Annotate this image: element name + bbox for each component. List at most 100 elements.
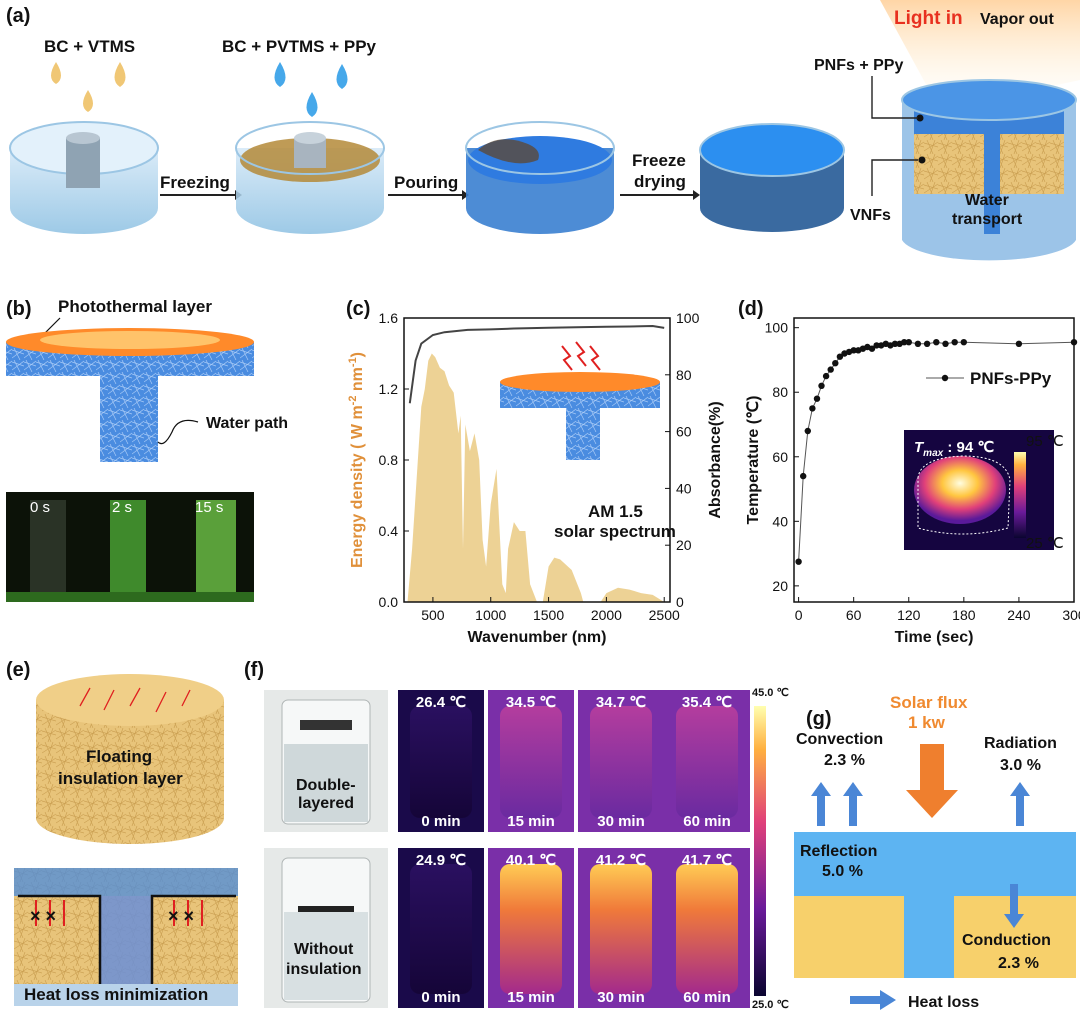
label-pouring: Pouring — [394, 173, 458, 192]
chart-c-xlabel: Wavenumber (nm) — [468, 629, 607, 646]
label-convection-value: 2.3 % — [824, 752, 865, 769]
label-photothermal-layer: Photothermal layer — [58, 297, 212, 316]
water-uptake-photo-strip — [6, 492, 254, 602]
chart-d-ylabel: Temperature (℃) — [745, 396, 762, 525]
label-convection: Convection — [796, 731, 883, 748]
label-water-path: Water path — [206, 415, 288, 432]
x-tick-label: 240 — [1007, 607, 1031, 623]
temperature-point — [818, 382, 825, 389]
chart-d-thermal-inset — [904, 430, 1054, 550]
temperature-point — [901, 339, 908, 346]
temperature-point — [873, 342, 880, 349]
thermal-time-label: 60 min — [683, 813, 731, 830]
thermal-beaker-shape — [590, 864, 652, 994]
x-tick-label: 500 — [421, 607, 445, 623]
label-heat-loss-minimization: Heat loss minimization — [24, 985, 208, 1004]
thermal-temp-label: 34.7 ℃ — [596, 694, 646, 711]
floating-insulation-illustration — [36, 674, 224, 844]
y-left-tick-label: 1.2 — [379, 381, 399, 397]
beaker-photo-double-layered — [264, 690, 388, 832]
dish-frozen — [235, 121, 385, 234]
temperature-point — [942, 340, 949, 347]
thermal-temp-label: 24.9 ℃ — [416, 852, 466, 869]
label-solar-flux: Solar flux — [890, 693, 968, 712]
label-conduction-value: 2.3 % — [998, 955, 1039, 972]
thermal-time-label: 30 min — [597, 813, 645, 830]
thermal-time-label: 30 min — [597, 989, 645, 1006]
temperature-point — [836, 353, 844, 360]
chart-d-temperature: 06012018024030020406080100Time (sec)Temp… — [745, 317, 1080, 646]
temperature-point — [1015, 340, 1023, 347]
label-without: Without — [294, 941, 354, 958]
thermal-color-scale — [754, 706, 766, 996]
temperature-point — [960, 339, 967, 346]
legend-marker — [941, 374, 949, 382]
temperature-point — [868, 345, 876, 352]
chart-d-xlabel: Time (sec) — [895, 629, 974, 646]
y-right-tick-label: 60 — [676, 424, 692, 440]
label-radiation: Radiation — [984, 735, 1057, 752]
thermal-beaker-shape — [590, 706, 652, 818]
label-solar-flux-value: 1 kw — [908, 713, 946, 732]
thermal-time-label: 60 min — [683, 989, 731, 1006]
temperature-point — [923, 340, 931, 347]
legend-label: PNFs-PPy — [970, 369, 1052, 388]
y-left-tick-label: 1.6 — [379, 310, 399, 326]
temperature-point — [951, 339, 958, 346]
y-tick-label: 40 — [772, 513, 788, 529]
inset-scale-min: 25 ℃ — [1026, 535, 1064, 552]
thermal-beaker-shape — [500, 706, 562, 818]
evaporator-cross-section — [880, 0, 1080, 261]
arrow-pouring — [388, 190, 469, 200]
label-water: Water — [965, 192, 1009, 209]
label-heat-loss: Heat loss — [908, 994, 979, 1011]
label-radiation-value: 3.0 % — [1000, 757, 1041, 774]
thermal-scale-min: 25.0 ℃ — [752, 999, 789, 1011]
inset-tmax-label: Tmax : 94 ℃ — [914, 439, 994, 459]
label-light-in: Light in — [894, 8, 963, 29]
label-bc-vtms: BC + VTMS — [44, 37, 135, 56]
label-vapor-out: Vapor out — [980, 11, 1054, 28]
y-tick-label: 60 — [772, 449, 788, 465]
panel-a-letter: (a) — [6, 5, 30, 27]
x-tick-label: 0 — [795, 607, 803, 623]
y-right-tick-label: 80 — [676, 367, 692, 383]
convection-arrows-icon — [811, 782, 863, 826]
pointer-pnfs — [871, 76, 918, 119]
temperature-point — [827, 366, 834, 373]
x-tick-label: 60 — [846, 607, 862, 623]
thermal-beaker-shape — [676, 864, 738, 994]
label-double: Double- — [296, 777, 356, 794]
x-tick-label: 2500 — [649, 607, 680, 623]
temperature-point — [905, 339, 912, 346]
chart-c-inset-evaporator — [500, 341, 660, 460]
thermal-time-label: 0 min — [421, 813, 460, 830]
panel-c-letter: (c) — [346, 298, 370, 320]
dish-poured — [465, 121, 615, 234]
x-tick-label: 300 — [1062, 607, 1080, 623]
x-tick-label: 1500 — [533, 607, 564, 623]
evaporator-3d-illustration — [6, 328, 254, 462]
y-tick-label: 80 — [772, 384, 788, 400]
label-transport: transport — [952, 211, 1023, 228]
strip-time-0: 0 s — [30, 499, 50, 516]
heat-loss-arrow-icon — [850, 990, 896, 1010]
y-right-tick-label: 40 — [676, 480, 692, 496]
label-bc-pvtms-ppy: BC + PVTMS + PPy — [222, 37, 377, 56]
label-reflection-value: 5.0 % — [822, 863, 863, 880]
energy-balance-diagram — [794, 832, 1076, 978]
y-left-tick-label: 0.8 — [379, 452, 399, 468]
dish-dried — [699, 123, 845, 232]
x-tick-label: 120 — [897, 607, 921, 623]
thermal-temp-label: 35.4 ℃ — [682, 694, 732, 711]
blue-droplet-icons — [274, 62, 348, 117]
y-right-tick-label: 20 — [676, 537, 692, 553]
svg-text:× ×: × × — [30, 906, 56, 926]
thermal-beaker-shape — [676, 706, 738, 818]
heat-loss-cross-section: × × × × — [14, 868, 238, 1006]
chart-d-frame — [793, 317, 1075, 603]
panel-d-letter: (d) — [738, 298, 764, 320]
thermal-beaker-shape — [410, 864, 472, 994]
